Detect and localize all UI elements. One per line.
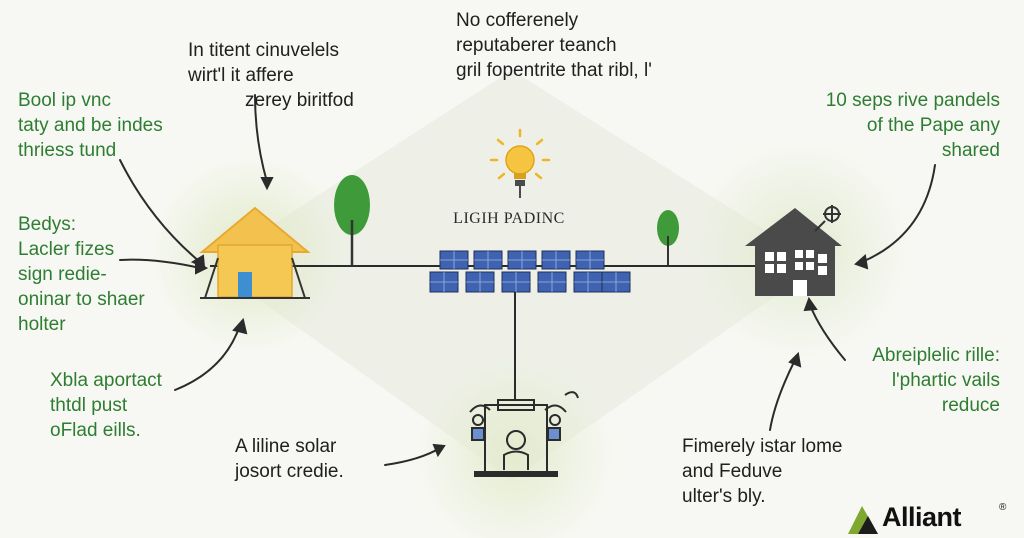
logo-text: Alliant xyxy=(882,502,962,532)
label-right-top: 10 seps rive pandels of the Pape any sha… xyxy=(825,90,1000,161)
label-top-center: No cofferenely reputaberer teanch gril f… xyxy=(456,10,652,81)
solar-panels-icon xyxy=(429,250,631,293)
arrow xyxy=(861,164,936,263)
label-bottom-center: A liline solar josort credie. xyxy=(235,436,344,482)
arrow xyxy=(174,324,241,391)
sun-bulb-icon xyxy=(489,128,551,198)
arrow xyxy=(119,258,201,269)
arrowhead xyxy=(232,317,248,335)
tree-icon xyxy=(334,175,370,266)
label-top-left-mid-a: In titent cinuvelels wirt'l it affere xyxy=(188,40,340,86)
label-top-left-mid-b: zerey biritfod xyxy=(245,90,354,111)
arrowhead xyxy=(788,351,802,368)
label-left-mid: Bedys: Lacler fizes sign redie- oninar t… xyxy=(18,214,145,335)
right-house-icon xyxy=(745,205,842,296)
arrow xyxy=(254,94,268,183)
label-right-mid: Abreiplelic rille: l'phartic vails reduc… xyxy=(872,345,1000,416)
arrowhead xyxy=(854,254,869,270)
bottom-glow xyxy=(415,355,615,538)
label-left-top: Bool ip vnc taty and be indes thriess tu… xyxy=(18,90,163,161)
tree-icon xyxy=(657,210,679,266)
facility-icon xyxy=(469,391,579,477)
logo-registered-mark: ® xyxy=(999,502,1007,513)
arrow xyxy=(769,359,796,431)
label-left-bottom: Xbla aportact thtdl pust oFlad eills. xyxy=(50,370,162,441)
arrowhead xyxy=(803,296,818,312)
label-right-bottom: Fimerely istar lome and Feduve ulter's b… xyxy=(682,436,843,507)
center-label: LIGIH PADINC xyxy=(453,210,565,227)
arrowhead xyxy=(195,260,209,275)
logo-arrow-icon xyxy=(848,506,878,534)
arrow xyxy=(119,159,201,263)
arrowhead xyxy=(260,177,274,191)
left-house-icon xyxy=(199,206,311,299)
alliant-logo: Alliant ® xyxy=(848,500,1020,536)
arrows xyxy=(119,94,936,466)
arrowhead xyxy=(432,443,446,458)
